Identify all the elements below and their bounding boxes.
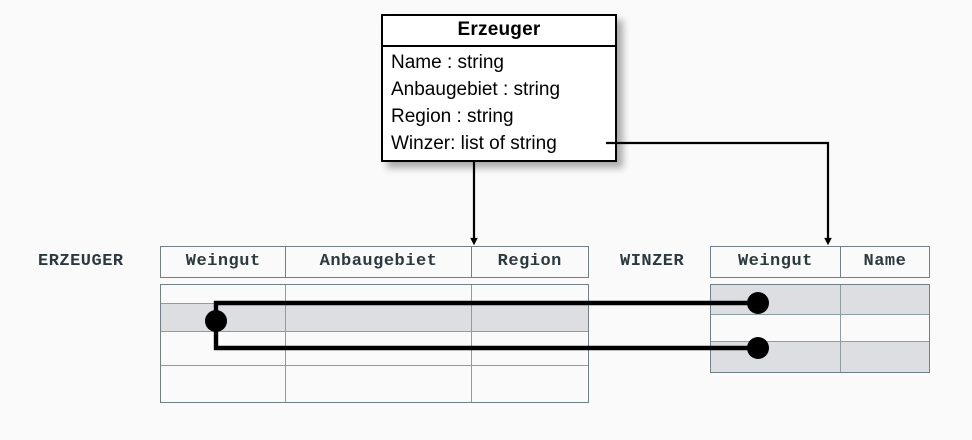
uml-attribute-list: Name : string Anbaugebiet : string Regio… bbox=[383, 47, 615, 160]
uml-attribute-anbaugebiet: Anbaugebiet : string bbox=[391, 79, 561, 100]
table-row bbox=[711, 285, 929, 315]
table-cell bbox=[472, 285, 588, 303]
uml-attribute-name: Name : string bbox=[391, 52, 504, 73]
table-row bbox=[161, 285, 588, 304]
table-row bbox=[161, 304, 588, 332]
table-cell bbox=[286, 366, 472, 402]
table-cell bbox=[161, 332, 287, 365]
table-cell bbox=[711, 315, 841, 341]
uml-class-box-erzeuger: Erzeuger Name : string Anbaugebiet : str… bbox=[381, 14, 617, 162]
column-header-weingut: Weingut bbox=[161, 247, 287, 277]
table-cell bbox=[286, 332, 472, 365]
table-cell bbox=[841, 342, 929, 372]
uml-attribute-winzer: Winzer: list of string bbox=[391, 133, 557, 154]
table-cell bbox=[286, 304, 472, 331]
table-cell bbox=[472, 366, 588, 402]
table-header-erzeuger: Weingut Anbaugebiet Region bbox=[160, 246, 589, 278]
column-header-anbaugebiet: Anbaugebiet bbox=[286, 247, 472, 277]
table-cell bbox=[286, 285, 472, 303]
table-row bbox=[711, 315, 929, 342]
table-cell bbox=[841, 315, 929, 341]
table-cell bbox=[161, 366, 287, 402]
table-label-erzeuger: ERZEUGER bbox=[38, 252, 124, 271]
table-cell bbox=[711, 342, 841, 372]
table-body-erzeuger bbox=[160, 284, 589, 403]
column-header-weingut: Weingut bbox=[711, 247, 841, 277]
arrow-winzer-attr-to-winzer-table bbox=[606, 141, 832, 246]
table-cell bbox=[472, 304, 588, 331]
table-row bbox=[711, 342, 929, 372]
table-cell bbox=[161, 304, 287, 331]
table-row bbox=[161, 366, 588, 402]
table-cell bbox=[841, 285, 929, 314]
uml-attribute-region: Region : string bbox=[391, 106, 514, 127]
table-cell bbox=[711, 285, 841, 314]
table-cell bbox=[161, 285, 287, 303]
column-header-name: Name bbox=[863, 252, 907, 271]
table-header-winzer: Weingut Name bbox=[710, 246, 930, 278]
table-label-winzer: WINZER bbox=[620, 252, 685, 271]
table-cell bbox=[472, 332, 588, 365]
table-row bbox=[161, 332, 588, 366]
table-body-winzer bbox=[710, 284, 930, 373]
uml-class-name: Erzeuger bbox=[383, 16, 615, 47]
column-header-region: Region bbox=[497, 252, 562, 271]
